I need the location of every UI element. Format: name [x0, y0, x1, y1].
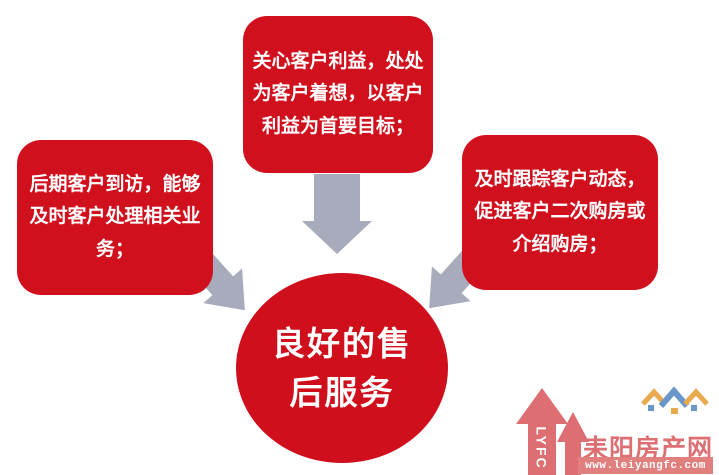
- arrow-right-to-center-icon: [429, 244, 489, 309]
- center-circle-line1: 良好的售: [272, 324, 412, 362]
- benefit-box-left-text: 后期客户到访，能够及时客户处理相关业务；: [29, 174, 201, 260]
- arrow-left-to-center-icon: [185, 246, 245, 311]
- benefit-box-right-text: 及时跟踪客户动态，促进客户二次购房或介绍购房；: [474, 169, 646, 255]
- benefit-box-left: 后期客户到访，能够及时客户处理相关业务；: [17, 140, 213, 295]
- benefit-box-top-text: 关心客户利益，处处为客户着想，以客户利益为首要目标；: [252, 51, 424, 137]
- arrow-top-to-center-icon: [302, 174, 372, 254]
- center-circle: 良好的售 后服务: [236, 273, 448, 463]
- center-circle-line2: 后服务: [289, 374, 395, 411]
- benefit-box-top: 关心客户利益，处处为客户着想，以客户利益为首要目标；: [243, 16, 433, 173]
- benefit-box-right: 及时跟踪客户动态，促进客户二次购房或介绍购房；: [462, 135, 658, 290]
